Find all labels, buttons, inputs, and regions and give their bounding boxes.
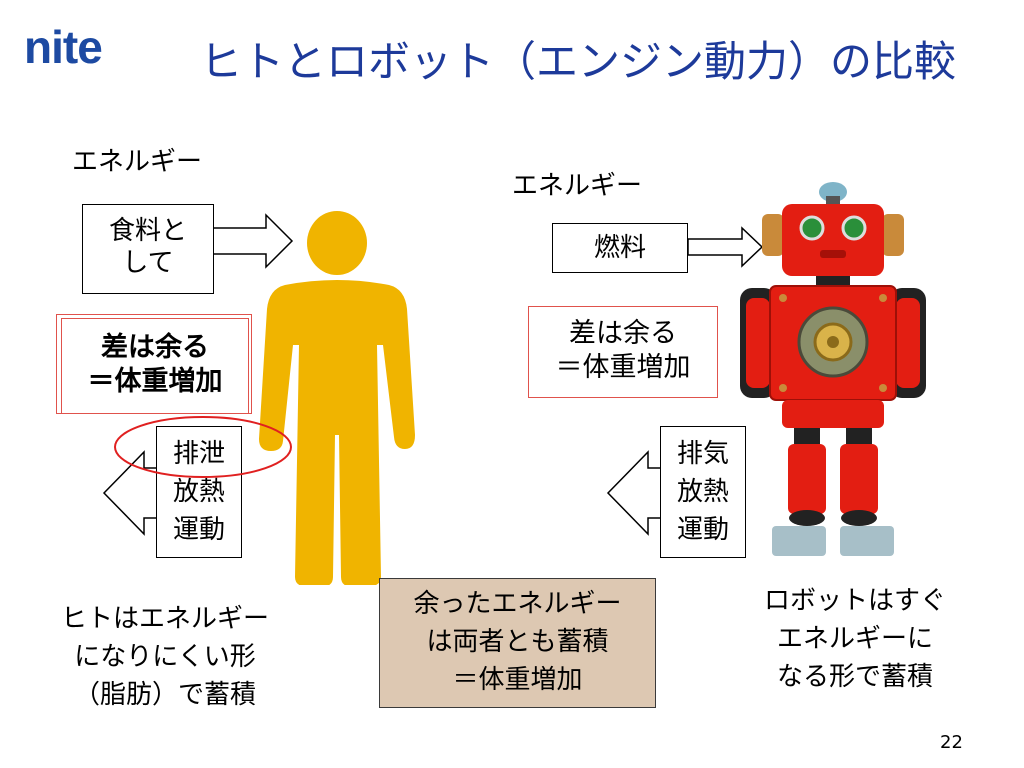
human-caption: ヒトはエネルギー になりにくい形 （脂肪）で蓄積 xyxy=(30,600,300,714)
robot-input-arrow xyxy=(687,226,764,268)
robot-caption: ロボットはすぐ エネルギーに なる形で蓄積 xyxy=(740,582,970,696)
human-input-line2: して xyxy=(122,248,174,278)
robot-surplus-line2: ＝体重増加 xyxy=(555,352,691,383)
robot-icon xyxy=(740,182,926,556)
human-output-line1: 排泄 xyxy=(172,439,225,469)
human-caption-line1: ヒトはエネルギー xyxy=(60,604,269,634)
human-output-box: 排泄 放熱 運動 xyxy=(156,426,242,558)
page-number: 22 xyxy=(940,732,963,753)
human-surplus-box: 差は余る ＝体重増加 xyxy=(61,318,249,414)
human-surplus-line1: 差は余る xyxy=(101,332,209,363)
robot-caption-line1: ロボットはすぐ xyxy=(763,586,946,616)
robot-surplus-box: 差は余る ＝体重増加 xyxy=(528,306,718,398)
human-input-line1: 食料と xyxy=(108,216,187,246)
robot-input-box: 燃料 xyxy=(552,223,688,273)
robot-output-line1: 排気 xyxy=(676,439,729,469)
center-note-line3: ＝体重増加 xyxy=(452,665,583,695)
human-output-line3: 運動 xyxy=(172,515,225,545)
human-input-box: 食料と して xyxy=(82,204,214,294)
human-caption-line2: になりにくい形 xyxy=(74,642,256,672)
robot-energy-label: エネルギー xyxy=(512,171,643,201)
center-note-line1: 余ったエネルギー xyxy=(413,589,622,619)
center-note-line2: は両者とも蓄積 xyxy=(426,627,609,657)
human-output-line2: 放熱 xyxy=(172,477,225,507)
robot-output-line2: 放熱 xyxy=(676,477,729,507)
robot-surplus-line1: 差は余る xyxy=(569,318,677,349)
center-note-box: 余ったエネルギー は両者とも蓄積 ＝体重増加 xyxy=(379,578,656,708)
human-figure-icon xyxy=(259,211,415,585)
robot-output-line3: 運動 xyxy=(676,515,729,545)
robot-caption-line2: エネルギーに xyxy=(776,624,933,654)
robot-caption-line3: なる形で蓄積 xyxy=(776,662,933,692)
highlight-ellipse xyxy=(114,416,292,478)
human-caption-line3: （脂肪）で蓄積 xyxy=(73,680,256,710)
robot-output-box: 排気 放熱 運動 xyxy=(660,426,746,558)
nite-logo: nite xyxy=(24,21,103,73)
human-surplus-line2: ＝体重増加 xyxy=(87,366,223,397)
human-energy-label: エネルギー xyxy=(72,147,203,177)
page-title: ヒトとロボット（エンジン動力）の比較 xyxy=(200,37,957,86)
